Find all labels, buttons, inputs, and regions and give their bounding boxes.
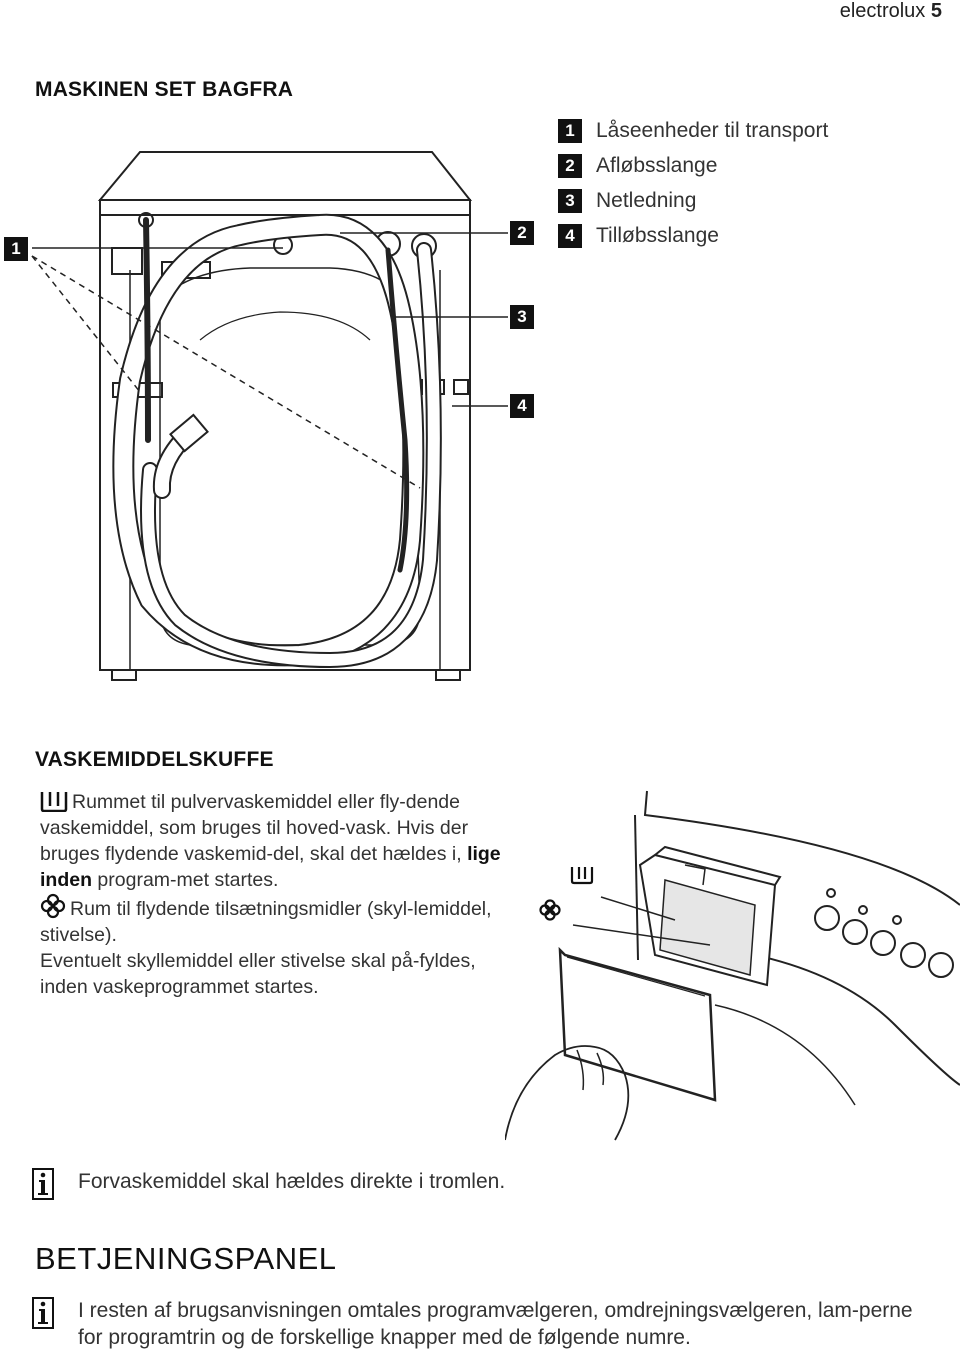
paragraph-text: Rummet til pulvervaskemiddel eller fly-d… [40, 791, 469, 865]
info-icon [32, 1168, 54, 1200]
paragraph-softener: Rum til flydende tilsætningsmidler (skyl… [40, 893, 510, 948]
legend-item-2: 2 Afløbsslange [558, 151, 717, 181]
callout-3: 3 [510, 305, 534, 329]
legend-number: 4 [558, 224, 582, 248]
panel-note: I resten af brugsanvisningen omtales pro… [32, 1297, 932, 1351]
paragraph-text-end: program-met startes. [97, 869, 279, 891]
note-text: Forvaskemiddel skal hældes direkte i tro… [78, 1170, 506, 1193]
paragraph-emphasis: lige inden [40, 843, 501, 891]
legend-item-4: 4 Tilløbsslange [558, 221, 719, 251]
callout-4: 4 [510, 394, 534, 418]
legend-item-3: 3 Netledning [558, 186, 696, 216]
legend-label: Tilløbsslange [596, 224, 719, 247]
main-wash-compartment-icon [40, 792, 68, 812]
detergent-drawer-illustration [505, 790, 960, 1141]
legend-label: Afløbsslange [596, 154, 718, 177]
paragraph-additives: Eventuelt skyllemiddel eller stivelse sk… [40, 950, 476, 998]
flower-softener-icon [40, 893, 66, 919]
legend-label: Låseenheder til transport [596, 119, 829, 142]
legend-number: 3 [558, 189, 582, 213]
note-text: I resten af brugsanvisningen omtales pro… [78, 1299, 913, 1349]
legend-label: Netledning [596, 189, 697, 212]
paragraph-main-wash: Rummet til pulvervaskemiddel eller fly-d… [40, 789, 510, 893]
section-title-drawer: VASKEMIDDELSKUFFE [35, 748, 274, 771]
legend-item-1: 1 Låseenheder til transport [558, 116, 828, 146]
section-title-panel: BETJENINGSPANEL [35, 1241, 337, 1276]
section-title-rear: MASKINEN SET BAGFRA [35, 78, 294, 101]
prewash-note: Forvaskemiddel skal hældes direkte i tro… [32, 1168, 505, 1200]
info-icon [32, 1297, 54, 1329]
legend-number: 2 [558, 154, 582, 178]
machine-rear-illustration [31, 151, 508, 681]
brand-name: electrolux [839, 0, 926, 22]
page-number: 5 [930, 0, 942, 22]
legend-number: 1 [558, 119, 582, 143]
paragraph-text: Rum til flydende tilsætningsmidler (skyl… [40, 898, 492, 946]
page-header: electrolux 5 [840, 0, 942, 23]
drawer-description: Rummet til pulvervaskemiddel eller fly-d… [40, 789, 510, 1000]
callout-2: 2 [510, 221, 534, 245]
callout-1: 1 [4, 237, 28, 261]
